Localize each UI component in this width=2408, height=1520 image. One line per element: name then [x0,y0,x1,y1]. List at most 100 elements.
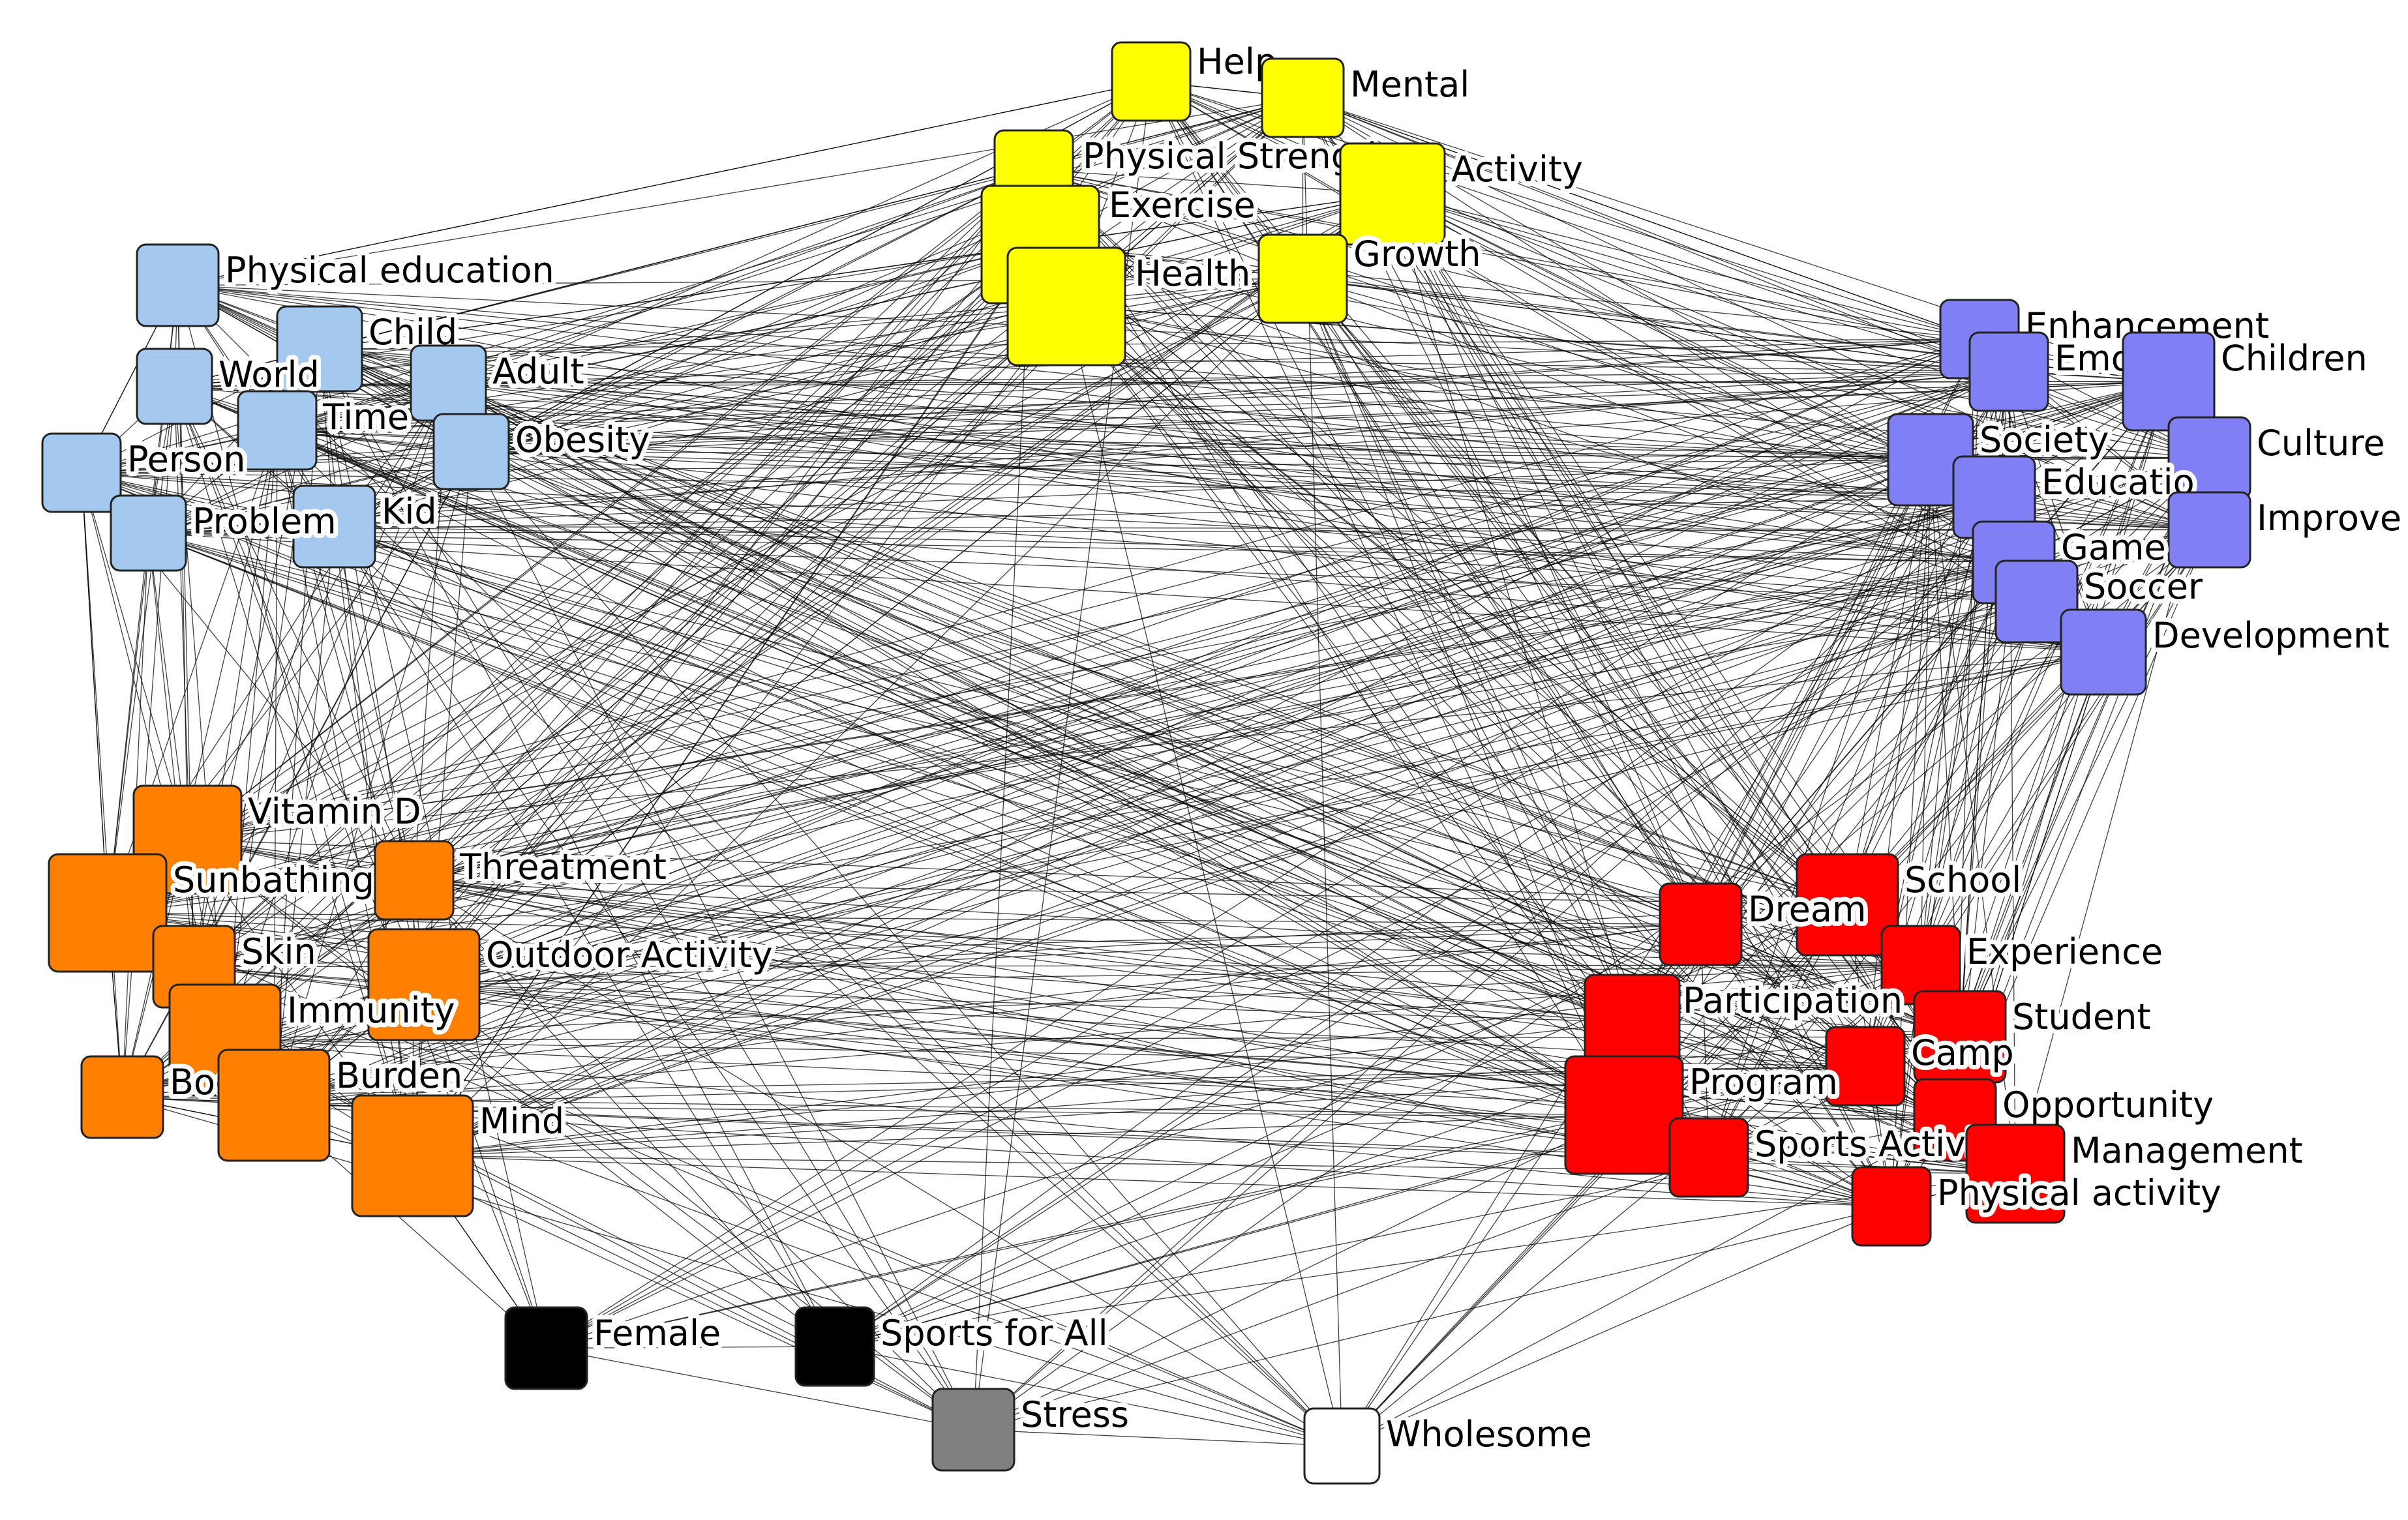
edge-world-children [174,381,2169,387]
node-improve: Improve [2167,491,2406,569]
edge-game-immunity [224,561,2014,1041]
edge-dream-opportunity [1700,923,1955,1121]
node-health: Health [1006,246,1255,366]
node-label-burden: Burden [336,1055,462,1096]
edge-camp-sports-for-all [834,1065,1866,1347]
node-label-growth: Growth [1353,233,1481,275]
edge-sunbathing-experience [107,912,1921,966]
edge-program-female [546,1114,1625,1349]
edge-society-sports-activity [1708,459,1931,1158]
edge-growth-improve [1302,278,2210,531]
edge-physical-education-game [177,284,2014,563]
edge-outdoor-activity-management [423,984,2016,1174]
edge-culture-sports-for-all [834,457,2210,1347]
edge-outdoor-activity-school [423,904,1848,985]
edge-help-program [1151,81,1625,1116]
node-label-immunity: Immunity [287,990,455,1031]
edge-health-dream [1066,306,1701,925]
edge-mental-culture [1302,97,2210,459]
node-box-obesity [432,413,510,490]
edge-time-enhancement [277,338,1980,431]
node-box-person [41,432,122,513]
node-opportunity: Opportunity [1913,1078,2218,1162]
edge-development-skin [194,651,2104,968]
edge-threatment-sports-for-all [414,880,835,1347]
edge-physical-strength-child [319,169,1034,350]
edge-kid-emotion [334,371,2009,528]
edge-exercise-child [319,244,1041,350]
node-physical-education: Physical education [136,243,559,327]
edge-mind-student [412,1036,1961,1157]
node-label-threatment: Threatment [459,846,667,887]
edge-development-outdoor-activity [423,651,2104,985]
edge-soccer-mind [412,601,2037,1157]
node-box-physical-activity [1851,1166,1932,1247]
node-box-physical-education [136,243,220,327]
node-box-school [1796,853,1899,957]
edge-culture-female [546,457,2210,1349]
node-box-threatment [374,840,455,921]
edge-problem-skin [147,533,195,967]
edge-mental-sunbathing [107,97,1303,914]
edge-experience-wholesome [1342,964,1921,1446]
edge-problem-education [148,496,1994,534]
edge-education-vitamin-d [187,496,1994,841]
node-stress: Stress [931,1388,1134,1472]
node-label-outdoor-activity: Outdoor Activity [486,934,773,976]
node-threatment: Threatment [374,840,671,921]
edge-threatment-student [414,880,1961,1037]
node-box-kid [292,484,376,569]
node-label-person: Person [127,439,245,480]
edge-exercise-experience [1040,244,1921,966]
node-label-development: Development [2152,615,2390,656]
edge-exercise-society [1040,244,1931,460]
edge-society-sunbathing [107,459,1931,914]
edge-activity-skin [194,193,1393,968]
edge-child-emotion [319,348,2009,372]
node-label-wholesome: Wholesome [1386,1414,1592,1455]
node-box-sports-activity [1668,1117,1749,1198]
edge-problem-development [148,532,2104,653]
node-box-adult [410,344,487,422]
node-growth: Growth [1257,229,1485,324]
edge-children-skin [194,381,2169,968]
node-sunbathing: Sunbathing [48,853,379,973]
edge-person-sunbathing [81,472,108,914]
edge-threatment-school [414,880,1848,906]
node-label-problem: Problem [192,501,337,542]
node-box-participation [1584,974,1681,1071]
edge-culture-burden [273,457,2210,1106]
node-box-mind [351,1094,474,1217]
edge-body-dream [122,923,1701,1098]
edge-children-vitamin-d [187,381,2169,841]
edge-help-physical-education [177,81,1152,286]
edge-physical-strength-management [1033,169,2016,1174]
node-experience: Experience [1880,925,2167,1006]
node-box-child [276,305,363,393]
edge-exercise-adult [448,244,1041,384]
node-label-dream: Dream [1748,889,1867,930]
node-box-development [2060,608,2147,696]
node-school: School [1796,853,2026,957]
edge-activity-society [1392,193,1931,460]
node-student: Student [1913,990,2156,1084]
node-problem: Problem [110,494,341,572]
edge-physical-education-development [177,284,2104,653]
edge-person-body [81,472,123,1097]
edge-problem-emotion [148,371,2009,534]
node-label-exercise: Exercise [1109,185,1256,226]
edge-adult-children [448,381,2169,384]
edge-exercise-obesity [471,244,1041,453]
edge-kid-threatment [333,526,415,881]
edge-person-children [81,381,2169,473]
edge-society-dream [1700,459,1931,925]
node-label-sports-for-all: Sports for All [880,1313,1108,1354]
edge-education-burden [273,496,1994,1106]
node-label-opportunity: Opportunity [2002,1084,2214,1125]
edge-improve-immunity [224,529,2210,1041]
node-label-program: Program [1689,1062,1838,1103]
edge-kid-management [334,526,2016,1174]
edge-growth-obesity [471,278,1303,453]
edge-mental-physical-strength [1033,97,1303,170]
edge-improve-vitamin-d [187,529,2210,841]
